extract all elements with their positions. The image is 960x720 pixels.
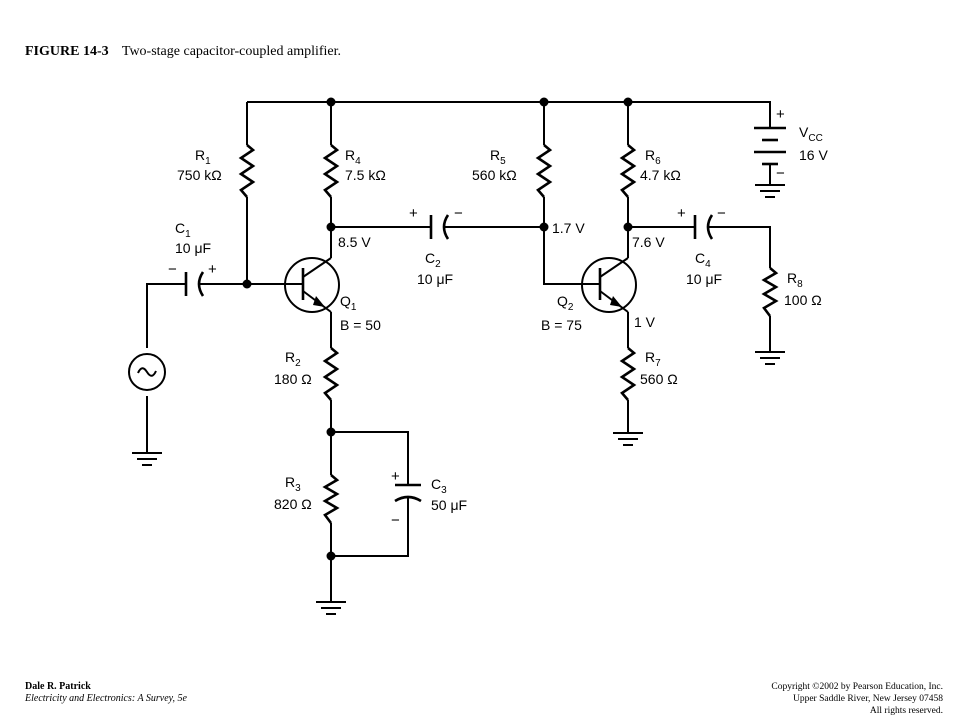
ground-symbol-stage2 xyxy=(613,432,643,446)
r8-label: R8 xyxy=(787,270,803,290)
q2-collector-voltage: 7.6 V xyxy=(632,234,665,250)
c1-capacitor-symbol xyxy=(184,271,205,297)
ground-symbol-vcc xyxy=(755,164,785,198)
c4-minus-sign: − xyxy=(717,205,726,222)
q2-emitter-voltage: 1 V xyxy=(634,314,656,330)
q2-beta: B = 75 xyxy=(541,317,582,333)
copyright-line-2: Upper Saddle River, New Jersey 07458 xyxy=(792,694,943,704)
ground-symbol-stage1 xyxy=(316,601,346,615)
ground-symbol-load xyxy=(755,351,785,365)
r2-resistor-symbol xyxy=(322,347,340,401)
junction-dots xyxy=(242,97,633,561)
q1-beta: B = 50 xyxy=(340,317,381,333)
copyright-line-1: Copyright ©2002 by Pearson Education, In… xyxy=(771,682,943,692)
r8-value: 100 Ω xyxy=(784,292,822,308)
c1-plus-sign: + xyxy=(208,261,217,278)
r3-resistor-symbol xyxy=(322,474,340,524)
c1-minus-sign: − xyxy=(168,261,177,278)
vcc-minus-sign: − xyxy=(776,165,785,182)
r6-resistor-symbol xyxy=(619,144,637,198)
c3-minus-sign: − xyxy=(391,512,400,529)
c1-value: 10 μF xyxy=(175,240,211,256)
c4-capacitor-symbol xyxy=(693,214,714,240)
q2-base-voltage: 1.7 V xyxy=(552,220,585,236)
vcc-value: 16 V xyxy=(799,147,828,163)
r6-value: 4.7 kΩ xyxy=(640,167,681,183)
q1-transistor-symbol xyxy=(284,257,340,313)
r2-value: 180 Ω xyxy=(274,371,312,387)
q1-collector-voltage: 8.5 V xyxy=(338,234,371,250)
c2-capacitor-symbol xyxy=(429,214,450,240)
footer-book: Electricity and Electronics: A Survey, 5… xyxy=(25,693,187,704)
r2-label: R2 xyxy=(285,349,301,369)
r3-label: R3 xyxy=(285,474,301,494)
r1-resistor-symbol xyxy=(238,144,256,198)
footer-credits: Dale R. Patrick Electricity and Electron… xyxy=(25,681,187,705)
ground-symbol-input xyxy=(132,452,162,466)
r7-resistor-symbol xyxy=(619,347,637,401)
r7-label: R7 xyxy=(645,349,661,369)
r4-resistor-symbol xyxy=(322,144,340,198)
c2-label: C2 xyxy=(425,250,441,270)
q1-label: Q1 xyxy=(340,293,357,313)
footer-author: Dale R. Patrick xyxy=(25,681,91,692)
r5-resistor-symbol xyxy=(535,144,553,198)
r8-resistor-symbol xyxy=(761,267,779,317)
c4-label: C4 xyxy=(695,250,711,270)
r3-value: 820 Ω xyxy=(274,496,312,512)
c3-plus-sign: + xyxy=(391,468,400,485)
footer-copyright: Copyright ©2002 by Pearson Education, In… xyxy=(771,681,943,717)
c3-capacitor-symbol xyxy=(394,483,422,503)
q2-label: Q2 xyxy=(557,293,574,313)
q2-transistor-symbol xyxy=(581,257,637,313)
r7-value: 560 Ω xyxy=(640,371,678,387)
c4-value: 10 μF xyxy=(686,271,722,287)
copyright-line-3: All rights reserved. xyxy=(869,706,943,716)
r1-label: R1 xyxy=(195,147,211,167)
r6-label: R6 xyxy=(645,147,661,167)
c3-label: C3 xyxy=(431,476,447,496)
c2-plus-sign: + xyxy=(409,205,418,222)
c3-value: 50 μF xyxy=(431,497,467,513)
vcc-label: VCC xyxy=(799,124,823,144)
vcc-plus-sign: + xyxy=(776,106,785,123)
figure-caption: FIGURE 14-3 Two-stage capacitor-coupled … xyxy=(25,44,341,60)
c2-minus-sign: − xyxy=(454,205,463,222)
wires xyxy=(146,101,771,602)
r4-value: 7.5 kΩ xyxy=(345,167,386,183)
figure-number: FIGURE 14-3 xyxy=(25,44,109,59)
r4-label: R4 xyxy=(345,147,361,167)
figure-title: Two-stage capacitor-coupled amplifier. xyxy=(121,44,342,59)
c2-value: 10 μF xyxy=(417,271,453,287)
ac-source-symbol xyxy=(128,353,166,391)
c1-label: C1 xyxy=(175,220,191,240)
r5-label: R5 xyxy=(490,147,506,167)
r5-value: 560 kΩ xyxy=(472,167,517,183)
vcc-battery-symbol xyxy=(754,126,786,166)
r1-value: 750 kΩ xyxy=(177,167,222,183)
c4-plus-sign: + xyxy=(677,205,686,222)
